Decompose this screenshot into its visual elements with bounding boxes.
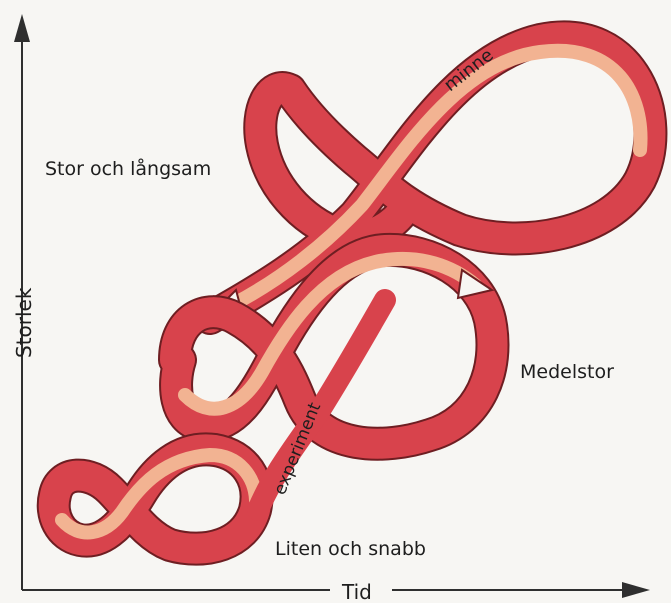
- x-axis-label: Tid: [341, 580, 372, 603]
- y-axis-arrow-icon: [14, 14, 30, 42]
- medium-loop: [175, 250, 493, 444]
- medium-level-label: Medelstor: [520, 361, 614, 383]
- x-axis-arrow-icon: [622, 582, 650, 598]
- y-axis-label: Storlek: [12, 287, 36, 358]
- small-level-label: Liten och snabb: [275, 538, 426, 560]
- large-level-label: Stor och långsam: [45, 157, 211, 180]
- large-loop: [208, 37, 650, 318]
- small-loop: [54, 449, 257, 548]
